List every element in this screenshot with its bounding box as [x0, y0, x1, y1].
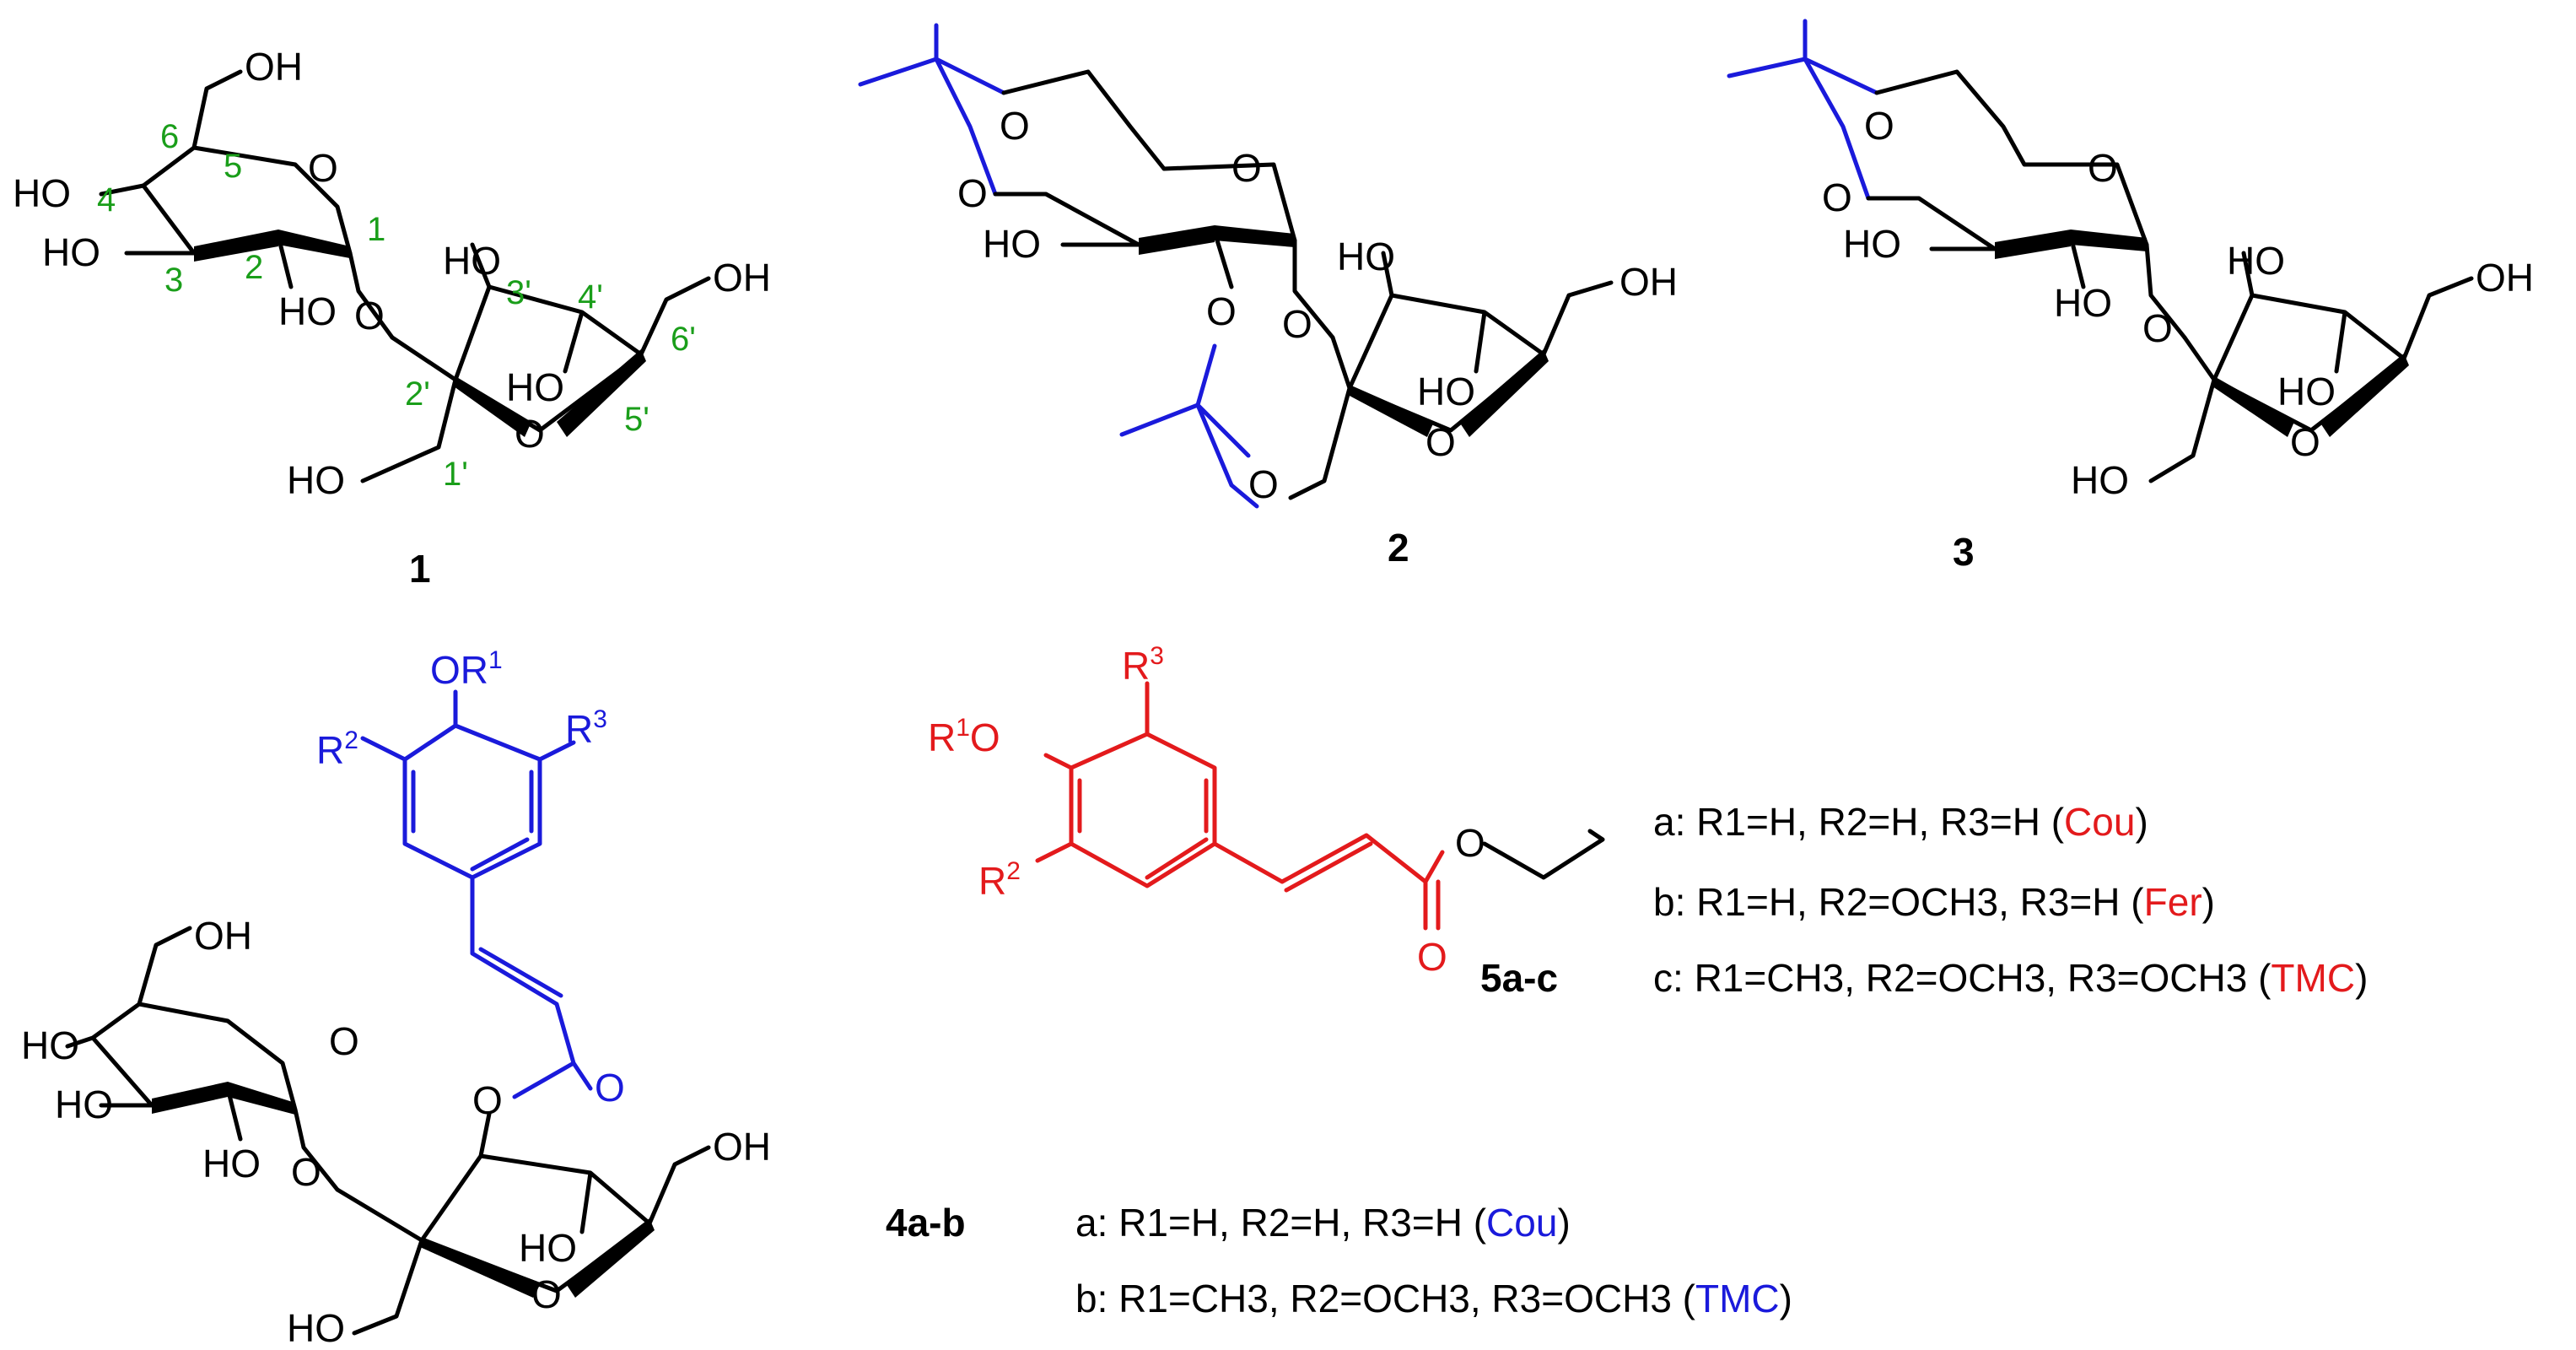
atom-ho: HO [1843, 222, 1901, 266]
atom-or1: OR1 [430, 646, 503, 692]
atom-o: O [531, 1272, 562, 1316]
atom-o: O [472, 1078, 503, 1122]
position-label: 5' [624, 401, 649, 438]
position-label: 3 [164, 262, 183, 299]
atom-r1o: R1O [928, 714, 1000, 759]
position-label: 3' [506, 274, 531, 311]
compound-4-labels: OR1 R2 R3 O OH O HO HO HO O O HO OH O HO… [21, 646, 966, 1350]
atom-ho: HO [42, 230, 100, 274]
compound-number: 1 [409, 547, 431, 591]
atom-oh: OH [245, 45, 303, 89]
legend-4-a: a: R1=H, R2=H, R3=H (Cou) [1075, 1201, 1571, 1245]
legend-5: a: R1=H, R2=H, R3=H (Cou) b: R1=H, R2=OC… [1653, 800, 2368, 1000]
position-label: 2' [405, 375, 430, 413]
atom-o: O [329, 1019, 359, 1063]
atom-ho: HO [2054, 281, 2112, 325]
atom-o: O [2290, 420, 2320, 464]
compound-3-structure [1727, 19, 2474, 483]
atom-ho: HO [287, 458, 345, 502]
legend-4-b: b: R1=CH3, R2=OCH3, R3=OCH3 (TMC) [1075, 1277, 1792, 1320]
position-label: 6' [671, 321, 696, 358]
position-label: 6 [160, 118, 179, 155]
atom-oh: OH [2476, 256, 2534, 300]
compound-number: 2 [1388, 526, 1409, 570]
atom-o: O [1455, 821, 1485, 865]
atom-ho: HO [443, 239, 501, 283]
atom-o: O [1822, 176, 1852, 219]
compound-4-structure [65, 689, 711, 1336]
atom-ho: HO [202, 1142, 261, 1185]
atom-o: O [2142, 306, 2173, 350]
atom-ho: HO [983, 222, 1041, 266]
position-label: 4' [578, 278, 603, 316]
atom-ho: HO [1417, 370, 1475, 413]
atom-ho: HO [55, 1083, 113, 1126]
legend-5-b: b: R1=H, R2=OCH3, R3=H (Fer) [1653, 880, 2215, 924]
compound-number: 5a-c [1480, 956, 1558, 1000]
legend-5-a: a: R1=H, R2=H, R3=H (Cou) [1653, 800, 2148, 844]
position-label: 5 [224, 148, 242, 185]
legend-5-c: c: R1=CH3, R2=OCH3, R3=OCH3 (TMC) [1653, 956, 2368, 1000]
position-label: 4 [97, 181, 116, 219]
atom-ho: HO [287, 1306, 345, 1350]
position-label: 1 [367, 211, 385, 248]
atom-o: O [595, 1066, 625, 1110]
compound-number: 4a-b [886, 1201, 966, 1245]
atom-r3: R3 [1122, 642, 1164, 688]
atom-oh: OH [713, 256, 771, 300]
atom-ho: HO [2277, 370, 2336, 413]
compound-3-labels: O O O HO HO O HO HO OH O HO 3 [1822, 104, 2534, 574]
atom-ho: HO [278, 289, 337, 333]
atom-o: O [1248, 462, 1279, 506]
compound-2-structure [858, 23, 1614, 509]
atom-o: O [1000, 104, 1030, 148]
atom-oh: OH [713, 1125, 771, 1169]
atom-ho: HO [2071, 458, 2129, 502]
atom-ho: HO [506, 365, 564, 409]
atom-o: O [957, 171, 988, 215]
atom-o: O [354, 294, 385, 338]
atom-o: O [1425, 420, 1456, 464]
position-label: 1' [443, 456, 468, 493]
atom-o: O [515, 412, 545, 456]
atom-o: O [1206, 289, 1237, 333]
compound-5-structure [1035, 681, 1605, 931]
atom-ho: HO [519, 1226, 577, 1270]
atom-oh: OH [194, 914, 252, 958]
atom-r2: R2 [978, 857, 1021, 903]
compound-2-labels: O O O HO O O HO HO OH O O 2 [957, 104, 1678, 570]
atom-o: O [1417, 935, 1447, 979]
compound-1-labels: OH O HO HO HO O HO HO OH O HO 6 5 4 3 2 … [13, 45, 771, 591]
compound-1-structure [99, 69, 711, 483]
legend-4: a: R1=H, R2=H, R3=H (Cou) b: R1=CH3, R2=… [1075, 1201, 1792, 1320]
atom-o: O [1282, 302, 1312, 346]
atom-ho: HO [21, 1023, 79, 1067]
atom-r2: R2 [316, 726, 358, 772]
atom-ho: HO [2227, 239, 2285, 283]
atom-r3: R3 [565, 705, 607, 751]
atom-o: O [1864, 104, 1894, 148]
atom-o: O [1231, 146, 1262, 190]
atom-o: O [308, 146, 338, 190]
atom-o: O [291, 1150, 321, 1194]
atom-ho: HO [13, 171, 71, 215]
compound-5-labels: R3 R1O R2 O O 5a-c [928, 642, 1558, 1000]
atom-o: O [2088, 146, 2118, 190]
atom-oh: OH [1619, 260, 1678, 304]
atom-ho: HO [1337, 235, 1395, 278]
position-label: 2 [245, 249, 263, 286]
compound-number: 3 [1953, 530, 1975, 574]
